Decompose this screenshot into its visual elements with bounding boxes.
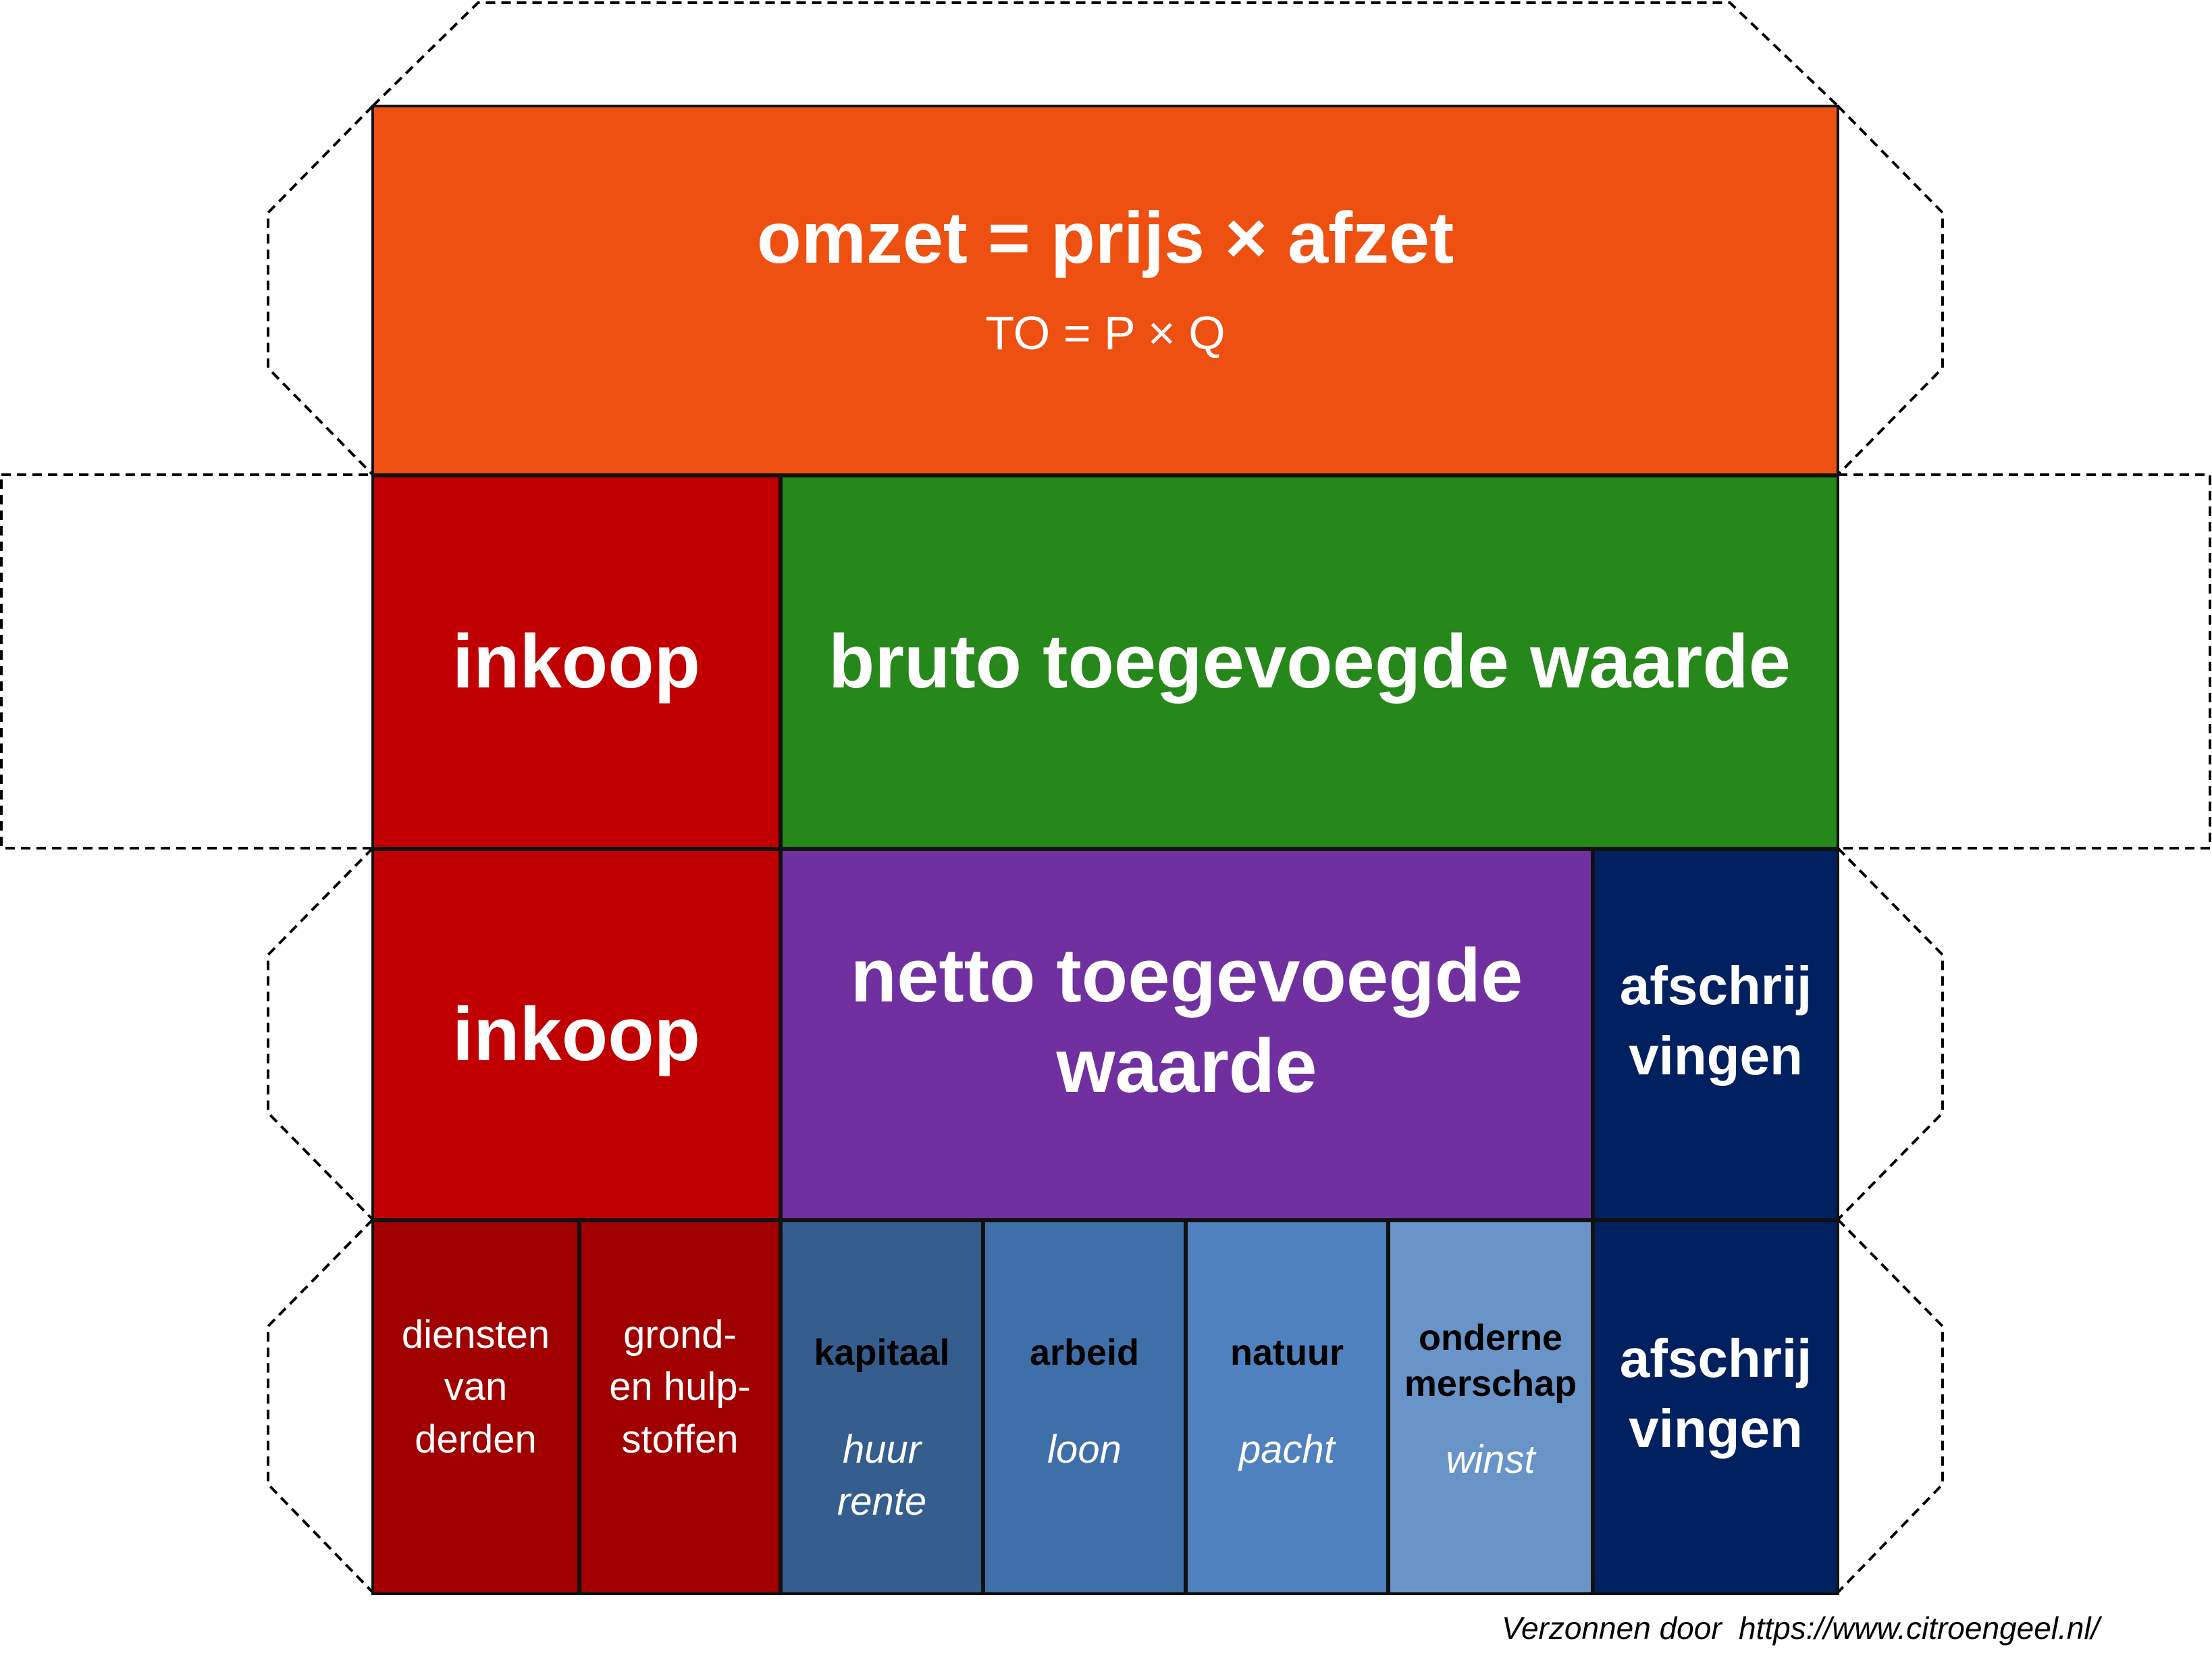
omzet-panel: omzet = prijs × afzet TO = P × Q [371, 105, 1839, 476]
diensten-line1: diensten [401, 1313, 550, 1357]
right-flap-row2 [1837, 473, 2211, 850]
grondstoffen-line1: grond- [623, 1313, 737, 1357]
diensten-line3: derden [415, 1417, 537, 1461]
grondstoffen-line3: stoffen [621, 1417, 739, 1461]
bruto-toegevoegde-waarde-panel: bruto toegevoegde waarde [780, 475, 1839, 850]
bruto-label: bruto toegevoegde waarde [828, 619, 1791, 704]
kapitaal-label: kapitaal [814, 1332, 950, 1373]
huur-label: huur [842, 1427, 922, 1471]
inkoop-label: inkoop [452, 619, 701, 704]
netto-label-line1: netto toegevoegde [850, 933, 1523, 1018]
grondstoffen-line2: en hulp- [609, 1365, 751, 1409]
afschrijvingen-line2: vingen [1629, 1026, 1803, 1086]
loon-label: loon [1047, 1427, 1122, 1471]
omzet-formula: TO = P × Q [985, 306, 1226, 359]
netto-label-line2: waarde [1056, 1024, 1317, 1108]
inkoop-panel-row2: inkoop [371, 475, 781, 850]
kapitaal-panel: kapitaal huur rente [780, 1220, 984, 1595]
footer-url[interactable]: https://www.citroengeel.nl/ [1739, 1611, 2100, 1646]
right-flap-row3 [1837, 847, 1944, 1221]
left-flap-row2 [0, 473, 374, 850]
afschrijvingen-panel-row3: afschrij vingen [1592, 848, 1839, 1221]
afschrijvingen-line2: vingen [1629, 1399, 1803, 1459]
omzet-title: omzet = prijs × afzet [756, 197, 1454, 279]
netto-toegevoegde-waarde-panel: netto toegevoegde waarde [780, 848, 1594, 1221]
rente-label: rente [837, 1479, 927, 1523]
ondernemerschap-line1: onderne [1418, 1317, 1563, 1358]
left-flap-row1 [267, 105, 374, 476]
natuur-label: natuur [1230, 1332, 1344, 1373]
right-flap-row1 [1837, 105, 1944, 476]
afschrijvingen-line1: afschrij [1619, 1328, 1812, 1388]
afschrijvingen-panel-row4: afschrij vingen [1592, 1220, 1839, 1595]
afschrijvingen-line1: afschrij [1619, 956, 1812, 1016]
ondernemerschap-panel: onderne merschap winst [1388, 1220, 1594, 1595]
inkoop-label: inkoop [452, 991, 701, 1076]
arbeid-label: arbeid [1029, 1332, 1140, 1373]
diensten-line2: van [444, 1365, 508, 1409]
top-flap [371, 1, 1839, 107]
left-flap-row3 [267, 847, 374, 1221]
pacht-label: pacht [1239, 1427, 1335, 1471]
diensten-van-derden-panel: diensten van derden [371, 1220, 580, 1595]
right-flap-row4 [1837, 1218, 1944, 1594]
natuur-panel: natuur pacht [1185, 1220, 1389, 1595]
left-flap-row4 [267, 1218, 374, 1594]
ondernemerschap-line2: merschap [1404, 1363, 1577, 1404]
grond-en-hulpstoffen-panel: grond- en hulp- stoffen [579, 1220, 781, 1595]
inkoop-panel-row3: inkoop [371, 848, 781, 1221]
winst-label: winst [1446, 1438, 1535, 1482]
arbeid-panel: arbeid loon [982, 1220, 1186, 1595]
footer-credit: Verzonnen door [1502, 1611, 1722, 1646]
